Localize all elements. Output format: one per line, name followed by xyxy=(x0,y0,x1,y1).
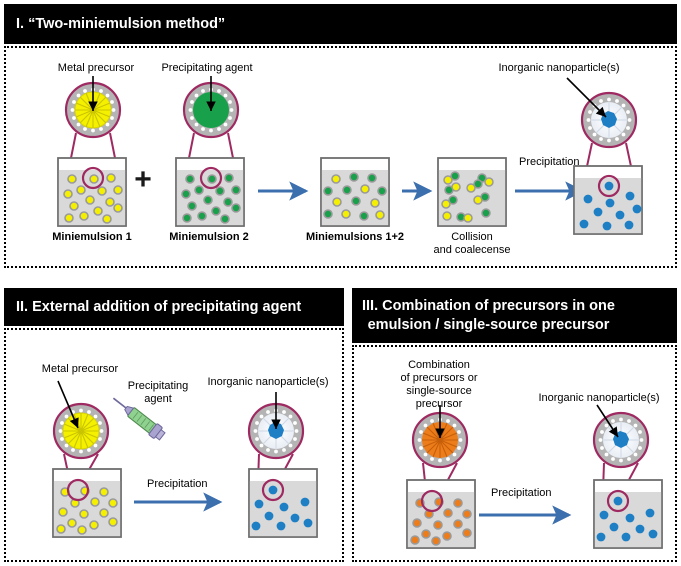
vial-nanoparticle-dispersion-2 xyxy=(248,468,318,538)
step-miniemulsion-2-label: Miniemulsion 2 xyxy=(169,231,249,243)
vial-combined-precursor-emulsion xyxy=(406,479,476,549)
plus-operator: + xyxy=(134,163,152,196)
droplet-magnifier-metal-precursor xyxy=(64,76,122,164)
panel-3-header: III. Combination of precursors in one em… xyxy=(352,288,677,343)
droplet-magnifier-inorganic-nanoparticle xyxy=(566,77,638,172)
vial-metal-precursor-emulsion xyxy=(52,468,122,538)
vial-miniemulsion-1 xyxy=(57,157,127,227)
panel-1: Metal precursor Precipitating agent Inor… xyxy=(4,46,677,268)
panel-3-title-line-2: emulsion / single-source precursor xyxy=(367,316,610,333)
panel-3-title-line-1: III. Combination of precursors in one xyxy=(362,298,615,315)
panel-2: Metal precursor Precipitating agent Inor… xyxy=(4,328,344,562)
droplet-magnifier-metal-precursor-2 xyxy=(52,380,110,483)
panel-3-graphics xyxy=(406,404,663,549)
panel-2-title: II. External addition of precipitating a… xyxy=(16,299,302,315)
callout-precipitating-agent-label: Precipitating agent xyxy=(161,62,253,74)
panel-2-header: II. External addition of precipitating a… xyxy=(4,288,344,326)
panel-1-stage: Metal precursor Precipitating agent Inor… xyxy=(6,48,675,266)
droplet-magnifier-inorganic-nanoparticle-2 xyxy=(247,392,305,483)
process-precipitation-label: Precipitation xyxy=(519,156,580,168)
panel-3-stage: Combination of precursors or single-sour… xyxy=(354,347,675,560)
panel-2-graphics xyxy=(52,380,318,538)
vial-miniemulsion-2 xyxy=(175,157,245,227)
process-precipitation-label-2: Precipitation xyxy=(147,478,208,490)
panel-1-header: I. “Two-miniemulsion method” xyxy=(4,4,677,44)
vial-collision-coalecense xyxy=(437,157,507,227)
panel-2-stage: Metal precursor Precipitating agent Inor… xyxy=(6,330,342,560)
callout-metal-precursor-label-2: Metal precursor xyxy=(41,363,119,375)
callout-metal-precursor-label: Metal precursor xyxy=(57,62,135,74)
vial-nanoparticle-dispersion xyxy=(573,165,643,235)
process-precipitation-label-3: Precipitation xyxy=(491,487,552,499)
callout-inorganic-nanoparticles-label-2: Inorganic nanoparticle(s) xyxy=(207,376,329,388)
droplet-magnifier-combination-precursors xyxy=(411,405,469,492)
panel-3: Combination of precursors or single-sour… xyxy=(352,345,677,562)
step-miniemulsion-1-label: Miniemulsion 1 xyxy=(52,231,132,243)
callout-combination-precursors-label: Combination of precursors or single-sour… xyxy=(400,359,478,410)
callout-precipitating-agent-label-2: Precipitating agent xyxy=(127,380,189,405)
vial-miniemulsions-1-2 xyxy=(320,157,390,227)
callout-inorganic-nanoparticles-label: Inorganic nanoparticle(s) xyxy=(498,62,620,74)
panel-1-title: I. “Two-miniemulsion method” xyxy=(16,16,226,32)
step-collision-coalecense-label: Collision and coalecense xyxy=(433,231,511,256)
syringe-icon xyxy=(112,397,166,441)
droplet-magnifier-inorganic-nanoparticle-3 xyxy=(592,404,650,492)
droplet-magnifier-precipitating-agent xyxy=(182,76,240,164)
callout-inorganic-nanoparticles-label-3: Inorganic nanoparticle(s) xyxy=(538,392,660,404)
step-miniemulsions-1-2-label: Miniemulsions 1+2 xyxy=(305,231,405,243)
panel-1-graphics xyxy=(57,76,643,235)
vial-nanoparticle-dispersion-3 xyxy=(593,479,663,549)
